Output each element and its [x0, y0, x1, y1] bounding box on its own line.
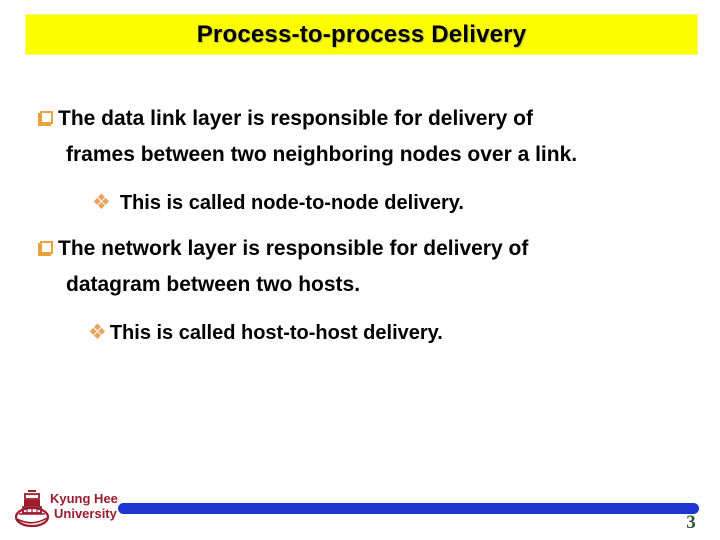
- square-bullet-icon: [40, 111, 53, 124]
- bullet-2-line-2: datagram between two hosts.: [66, 273, 361, 296]
- university-logo-icon: [13, 488, 51, 530]
- university-name: Kyung Hee University: [50, 491, 118, 521]
- bullet-1-line-2: frames between two neighboring nodes ove…: [66, 143, 578, 166]
- square-bullet-icon: [40, 241, 53, 254]
- university-name-line-1: Kyung Hee: [50, 491, 118, 506]
- bullet-item-2: The network layer is responsible for del…: [40, 231, 528, 303]
- diamond-bullet-icon: ❖: [92, 191, 111, 214]
- sub-bullet-2-text: This is called host-to-host delivery.: [109, 322, 443, 344]
- diamond-bullet-icon: ❖: [88, 321, 107, 344]
- university-name-line-2: University: [54, 506, 117, 521]
- slide-title: Process-to-process Delivery: [196, 20, 527, 48]
- bullet-1-line-1: The data link layer is responsible for d…: [58, 107, 533, 130]
- footer-divider-bar: [118, 503, 699, 514]
- title-banner: Process-to-process Delivery: [25, 14, 698, 55]
- sub-bullet-item-2: ❖ This is called host-to-host delivery.: [88, 318, 443, 348]
- bullet-item-1: The data link layer is responsible for d…: [40, 101, 577, 173]
- page-number: 3: [686, 512, 696, 533]
- bullet-2-line-1: The network layer is responsible for del…: [58, 237, 529, 260]
- sub-bullet-1-text: This is called node-to-node delivery.: [119, 192, 464, 214]
- sub-bullet-item-1: ❖ This is called node-to-node delivery.: [92, 188, 464, 218]
